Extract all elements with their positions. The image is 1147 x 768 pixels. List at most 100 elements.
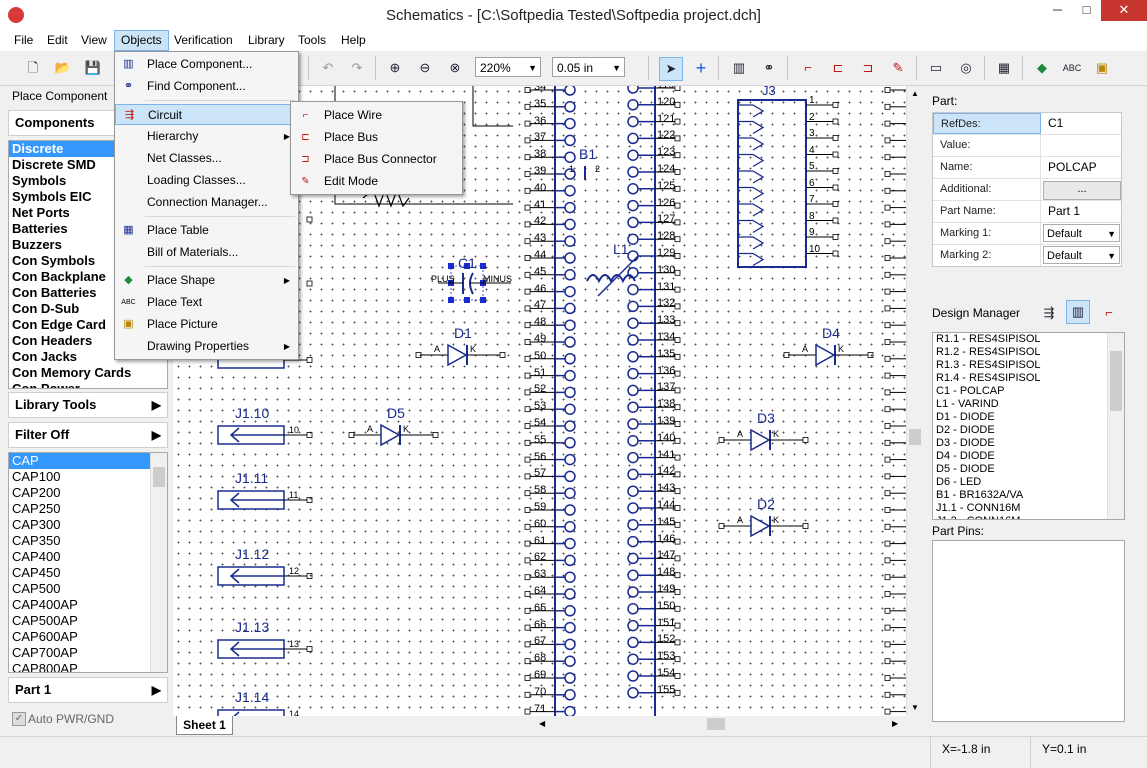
menu-place-bus[interactable]: ⊏Place Bus [291, 126, 460, 148]
crosshair-icon[interactable]: + [695, 58, 707, 78]
part-list-item[interactable]: CAP500AP [12, 613, 78, 628]
open-folder-icon[interactable]: 📂 [54, 60, 72, 75]
table-icon[interactable]: ▦ [997, 60, 1011, 75]
filter-header[interactable]: Filter Off▶ [8, 422, 168, 448]
design-manager-item[interactable]: J1.2 - CONN16M [933, 515, 1124, 519]
zoom-combo[interactable]: 220%▼ [475, 57, 541, 77]
text-abc-icon[interactable]: ABC [1062, 63, 1082, 73]
canvas-vertical-scrollbar[interactable]: ▲ ▼ [906, 86, 924, 716]
menu-objects[interactable]: Objects [114, 30, 169, 51]
close-button[interactable]: ✕ [1101, 0, 1147, 21]
prop-row-marking-2[interactable]: Marking 2:Default▼ [933, 245, 1121, 266]
part-list-item[interactable]: CAP250 [12, 501, 61, 516]
maximize-button[interactable]: □ [1082, 2, 1091, 17]
menu-verification[interactable]: Verification [174, 33, 233, 47]
prop-row-value[interactable]: Value: [933, 135, 1121, 157]
save-icon[interactable]: 💾 [84, 60, 102, 75]
design-manager-item[interactable]: B1 - BR1632A/VA [936, 489, 1024, 501]
design-manager-item[interactable]: D6 - LED [936, 476, 982, 488]
chip-icon[interactable]: ◎ [960, 60, 972, 75]
part-list-item[interactable]: CAP500 [12, 581, 61, 596]
tab-sheet-1[interactable]: Sheet 1 [176, 716, 233, 735]
parts-scrollbar[interactable] [150, 453, 167, 672]
picture-icon[interactable]: ▣ [1095, 60, 1109, 75]
menu-help[interactable]: Help [341, 33, 366, 47]
design-manager-item[interactable]: R1.3 - RES4SIPISOL [936, 359, 1041, 371]
bus-icon[interactable]: ⊏ [832, 60, 844, 75]
wire-icon[interactable]: ⌐ [804, 60, 812, 75]
part-pins-list[interactable] [932, 540, 1125, 722]
menu-view[interactable]: View [81, 33, 107, 47]
zoom-out-icon[interactable]: ⊖ [419, 60, 431, 75]
select-pointer-icon[interactable]: ➤ [659, 57, 683, 81]
zoom-in-icon[interactable]: ⊕ [389, 60, 401, 75]
menu-place-bus-connector[interactable]: ⊐Place Bus Connector [291, 148, 460, 170]
prop-row-part-name[interactable]: Part Name:Part 1 [933, 201, 1121, 223]
part-list-item[interactable]: CAP200 [12, 485, 61, 500]
place-component-icon[interactable]: ▥ [732, 60, 746, 75]
component-list-item[interactable]: Discrete SMD [12, 157, 96, 172]
menu-drawing-properties[interactable]: Drawing Properties▶ [115, 336, 296, 357]
dm-scrollbar[interactable] [1107, 333, 1124, 519]
part-header[interactable]: Part 1▶ [8, 677, 168, 703]
find-binoculars-icon[interactable]: ⚭ [763, 60, 775, 75]
component-list-item[interactable]: Con Memory Cards [12, 365, 132, 380]
part-list-item[interactable]: CAP300 [12, 517, 61, 532]
part-list-item[interactable]: CAP100 [12, 469, 61, 484]
part-list-item[interactable]: CAP700AP [12, 645, 78, 660]
component-list-item[interactable]: Symbols EIC [12, 189, 92, 204]
menu-find-component[interactable]: ⚭Find Component... [115, 76, 296, 97]
design-manager-item[interactable]: D5 - DIODE [936, 463, 995, 475]
menu-file[interactable]: File [14, 33, 34, 47]
menu-hierarchy[interactable]: Hierarchy▶ [115, 126, 296, 147]
part-list-item[interactable]: CAP400 [12, 549, 61, 564]
menu-place-wire[interactable]: ⌐Place Wire [291, 104, 460, 126]
dm-wires-icon[interactable]: ⌐ [1105, 305, 1113, 320]
part-list-item[interactable]: CAP600AP [12, 629, 78, 644]
component-list-item[interactable]: Con D-Sub [12, 301, 80, 316]
marking-1-select[interactable]: Default▼ [1043, 224, 1120, 242]
design-manager-item[interactable]: C1 - POLCAP [936, 385, 1005, 397]
component-list-item[interactable]: Con Jacks [12, 349, 78, 364]
marking-2-select[interactable]: Default▼ [1043, 246, 1120, 264]
grid-combo[interactable]: 0.05 in▼ [552, 57, 625, 77]
component-list-item[interactable]: Con Symbols [12, 253, 96, 268]
additional-button[interactable]: ... [1043, 181, 1121, 200]
prop-row-name[interactable]: Name:POLCAP [933, 157, 1121, 179]
component-list-item[interactable]: Con Headers [12, 333, 93, 348]
component-list-item[interactable]: Batteries [12, 221, 68, 236]
library-tools-header[interactable]: Library Tools▶ [8, 392, 168, 418]
prop-row-marking-1[interactable]: Marking 1:Default▼ [933, 223, 1121, 245]
design-manager-item[interactable]: D3 - DIODE [936, 437, 995, 449]
design-manager-item[interactable]: D2 - DIODE [936, 424, 995, 436]
part-list-item[interactable]: CAP350 [12, 533, 61, 548]
menu-place-shape[interactable]: ◆Place Shape▶ [115, 270, 296, 291]
menu-tools[interactable]: Tools [298, 33, 327, 47]
redo-icon[interactable]: ↷ [351, 60, 363, 75]
canvas-horizontal-scrollbar[interactable]: ◀ ▶ [535, 716, 905, 733]
component-list-item[interactable]: Con Backplane [12, 269, 106, 284]
undo-icon[interactable]: ↶ [322, 60, 334, 75]
menu-edit[interactable]: Edit [47, 33, 68, 47]
part-list-item[interactable]: CAP450 [12, 565, 61, 580]
design-manager-item[interactable]: R1.2 - RES4SIPISOL [936, 346, 1041, 358]
net-port-icon[interactable]: ▭ [929, 60, 943, 75]
component-list-item[interactable]: Net Ports [12, 205, 70, 220]
design-manager-item[interactable]: D4 - DIODE [936, 450, 995, 462]
component-list-item[interactable]: Con Power [12, 381, 80, 389]
menu-library[interactable]: Library [248, 33, 285, 47]
menu-place-component[interactable]: ▥Place Component... [115, 54, 296, 75]
menu-connection-manager[interactable]: Connection Manager... [147, 195, 268, 209]
part-list-item[interactable]: CAP800AP [12, 661, 78, 673]
minimize-button[interactable]: ─ [1052, 2, 1063, 17]
menu-bill-of-materials[interactable]: Bill of Materials... [147, 245, 239, 259]
design-manager-item[interactable]: L1 - VARIND [936, 398, 999, 410]
dm-components-icon[interactable]: ▥ [1066, 300, 1090, 324]
part-list-item[interactable]: CAP [9, 453, 167, 469]
design-manager-item[interactable]: D1 - DIODE [936, 411, 995, 423]
edit-mode-icon[interactable]: ✎ [892, 60, 904, 75]
bus-connector-icon[interactable]: ⊐ [862, 60, 874, 75]
